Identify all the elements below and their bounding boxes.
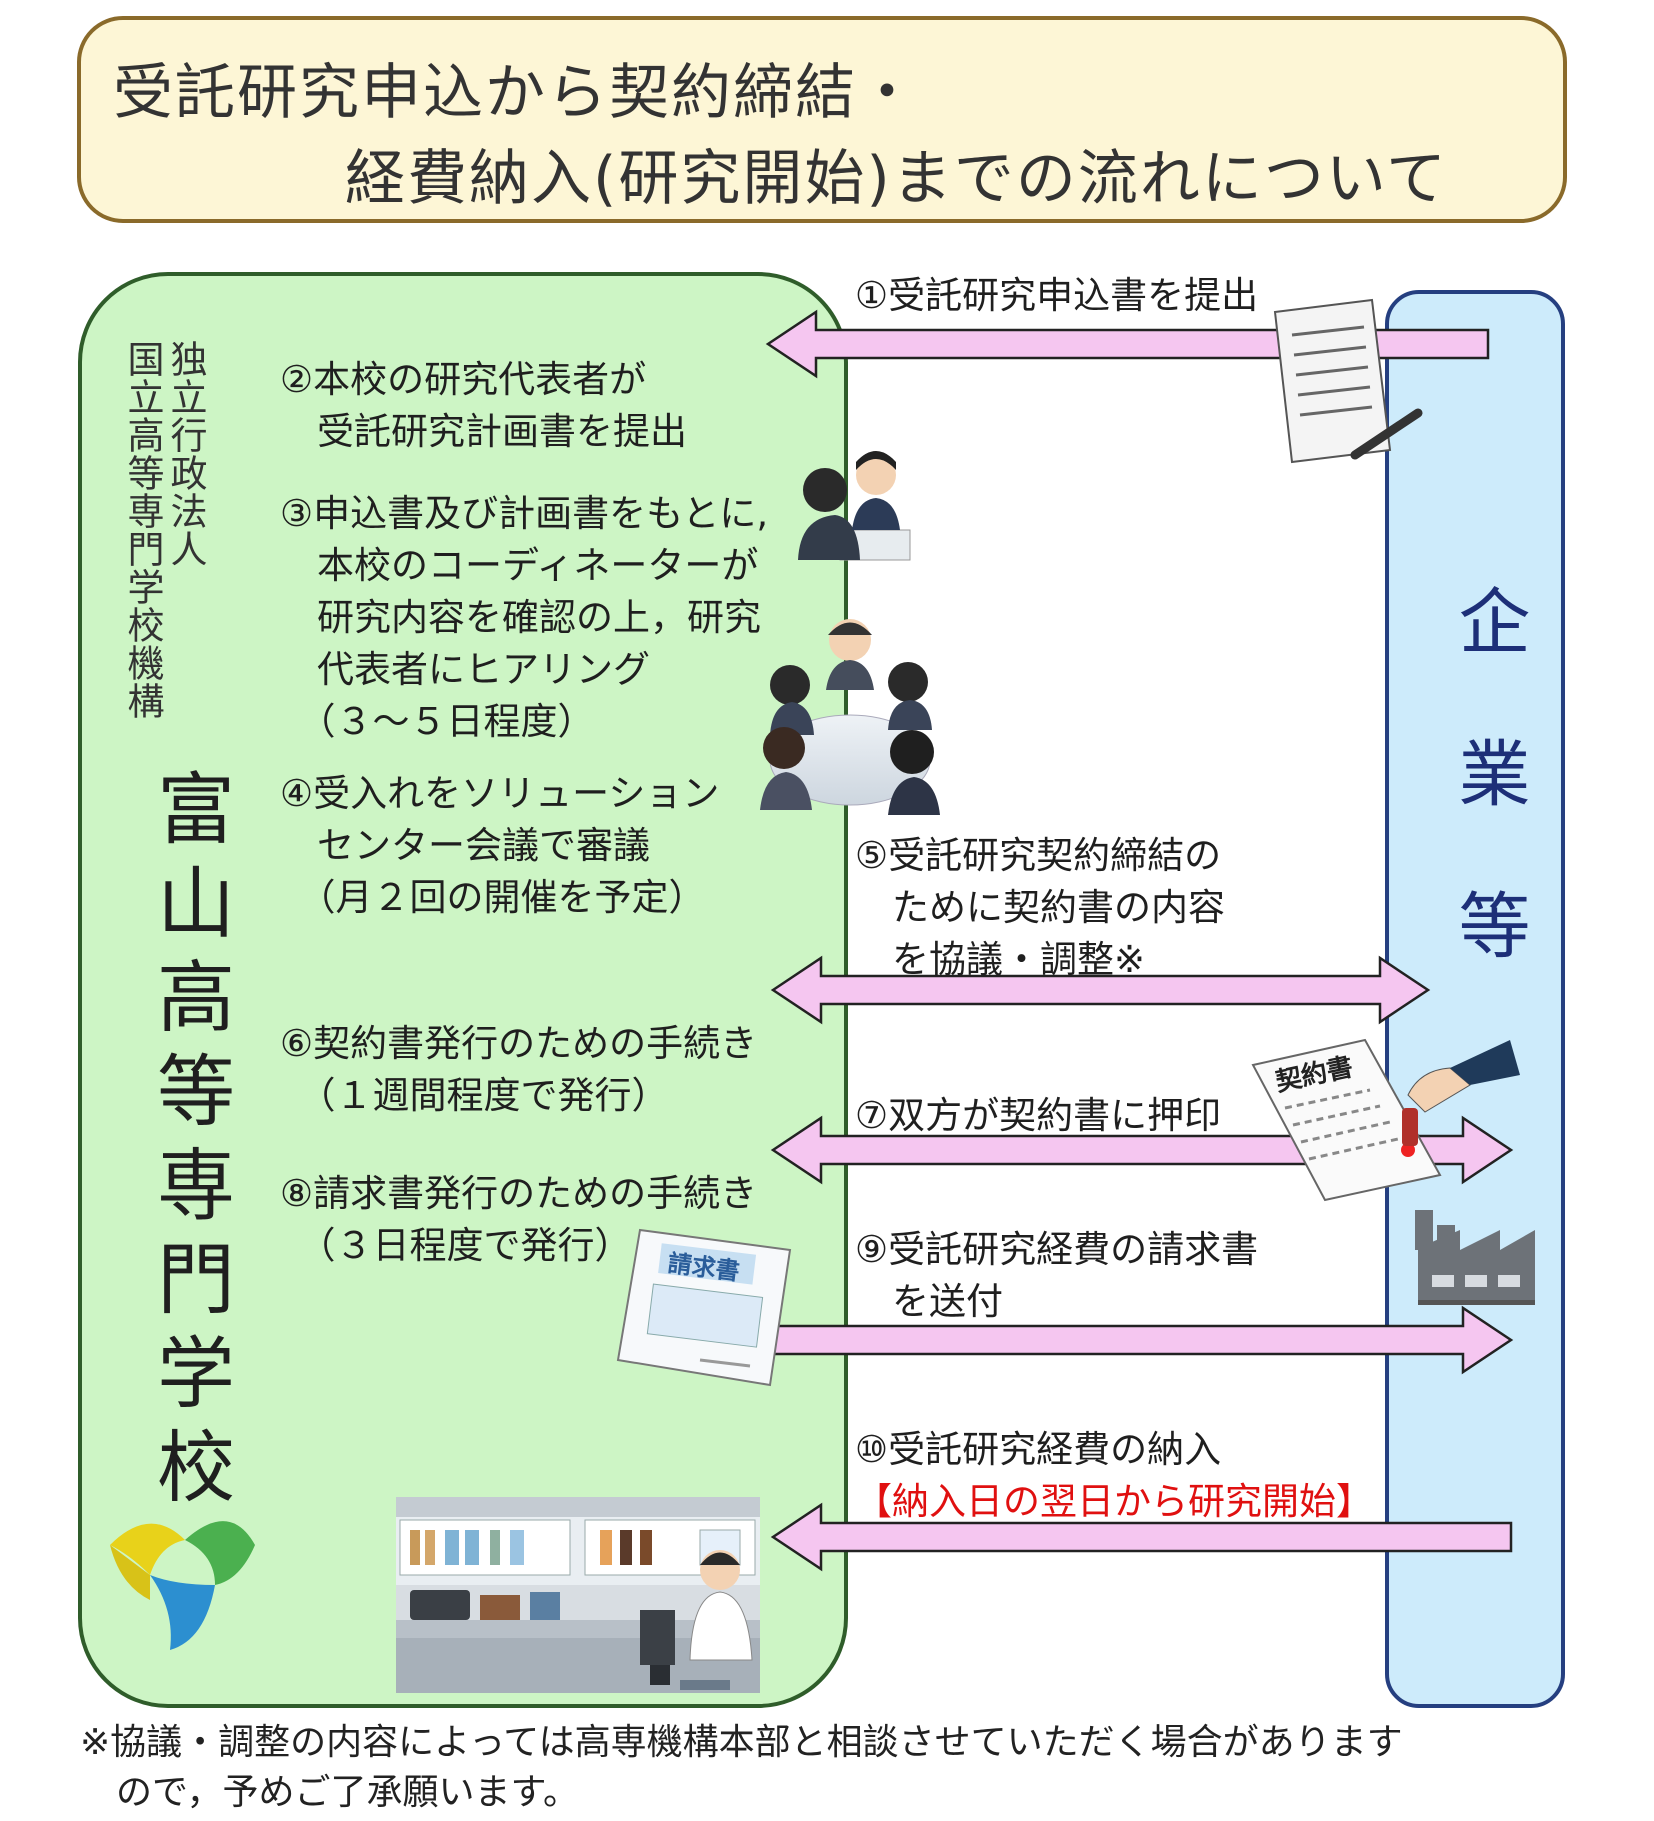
- org-line-2: 国立高等専門学校機構: [121, 340, 164, 720]
- footnote-line: ※協議・調整の内容によっては高専機構本部と相談させていただく場合があります: [80, 1722, 1403, 1763]
- step-8-line: （３日程度で発行）: [280, 1224, 632, 1267]
- factory-icon: [1415, 1210, 1535, 1305]
- application-document-icon: [1273, 298, 1423, 464]
- org-line-1: 独立行政法人: [164, 340, 207, 568]
- step-2-text: ②本校の研究代表者が 受託研究計画書を提出: [280, 354, 687, 458]
- step-8-text: ⑧請求書発行のための手続き （３日程度で発行）: [280, 1168, 757, 1272]
- step-5-text: ⑤受託研究契約締結の ために契約書の内容 を協議・調整※: [855, 830, 1225, 986]
- step-4-line: センター会議で審議: [280, 824, 650, 867]
- consultation-people-icon: [798, 451, 911, 561]
- step-3-line: 本校のコーディネーターが: [280, 544, 759, 587]
- step-2-line: 受託研究計画書を提出: [280, 410, 687, 453]
- step-6-line: ⑥契約書発行のための手続き: [280, 1022, 758, 1065]
- arrow-10-left: [770, 1502, 1513, 1572]
- meeting-group-icon: [760, 619, 940, 815]
- step-4-line: （月２回の開催を予定）: [280, 876, 706, 919]
- school-name: 富山高等専門学校: [144, 768, 234, 1520]
- step-5-line: を協議・調整※: [855, 938, 1146, 981]
- footnote: ※協議・調整の内容によっては高専機構本部と相談させていただく場合があります ので…: [80, 1718, 1403, 1818]
- contract-document-icon: 契約書: [1251, 1038, 1520, 1202]
- step-5-line: ために契約書の内容: [855, 886, 1225, 929]
- laboratory-scene-icon: [396, 1497, 760, 1693]
- step-4-text: ④受入れをソリューション センター会議で審議 （月２回の開催を予定）: [280, 768, 719, 924]
- title-line-1: 受託研究申込から契約締結・: [113, 58, 919, 128]
- step-3-line: ③申込書及び計画書をもとに,: [280, 492, 769, 535]
- arrow-5-double: [770, 955, 1431, 1025]
- step-8-line: ⑧請求書発行のための手続き: [280, 1172, 758, 1215]
- step-9-line: を送付: [855, 1280, 1003, 1323]
- step-6-text: ⑥契約書発行のための手続き （１週間程度で発行）: [280, 1018, 757, 1122]
- step-3-text: ③申込書及び計画書をもとに, 本校のコーディネーターが 研究内容を確認の上，研究…: [280, 488, 768, 748]
- footnote-line: ので，予めご了承願います。: [80, 1772, 579, 1813]
- step-5-line: ⑤受託研究契約締結の: [855, 834, 1222, 877]
- invoice-icon: 請求書: [616, 1228, 792, 1387]
- company-name: 企業等: [1446, 584, 1530, 1040]
- step-2-line: ②本校の研究代表者が: [280, 358, 647, 401]
- step-9-text: ⑨受託研究経費の請求書 を送付: [855, 1224, 1258, 1328]
- arrow-9-right: [771, 1305, 1514, 1375]
- step-4-line: ④受入れをソリューション: [280, 772, 720, 815]
- step-6-line: （１週間程度で発行）: [280, 1074, 669, 1117]
- step-7-text: ⑦双方が契約書に押印: [855, 1094, 1222, 1137]
- step-9-line: ⑨受託研究経費の請求書: [855, 1228, 1259, 1271]
- title-box: [77, 16, 1567, 223]
- step-3-line: （３～５日程度）: [280, 700, 595, 743]
- title-line-2: 経費納入(研究開始)までの流れについて: [345, 144, 1449, 214]
- arrow-7-double: [770, 1115, 1514, 1185]
- school-logo-icon: [110, 1521, 255, 1650]
- step-1-text: ①受託研究申込書を提出: [855, 274, 1259, 317]
- step-10-line: ⑩受託研究経費の納入: [855, 1428, 1222, 1471]
- step-3-line: 研究内容を確認の上，研究: [280, 596, 761, 639]
- step-10-note: 【納入日の翌日から研究開始】: [855, 1480, 1373, 1523]
- step-10-text: ⑩受託研究経費の納入 【納入日の翌日から研究開始】: [855, 1424, 1373, 1528]
- step-3-line: 代表者にヒアリング: [280, 648, 650, 691]
